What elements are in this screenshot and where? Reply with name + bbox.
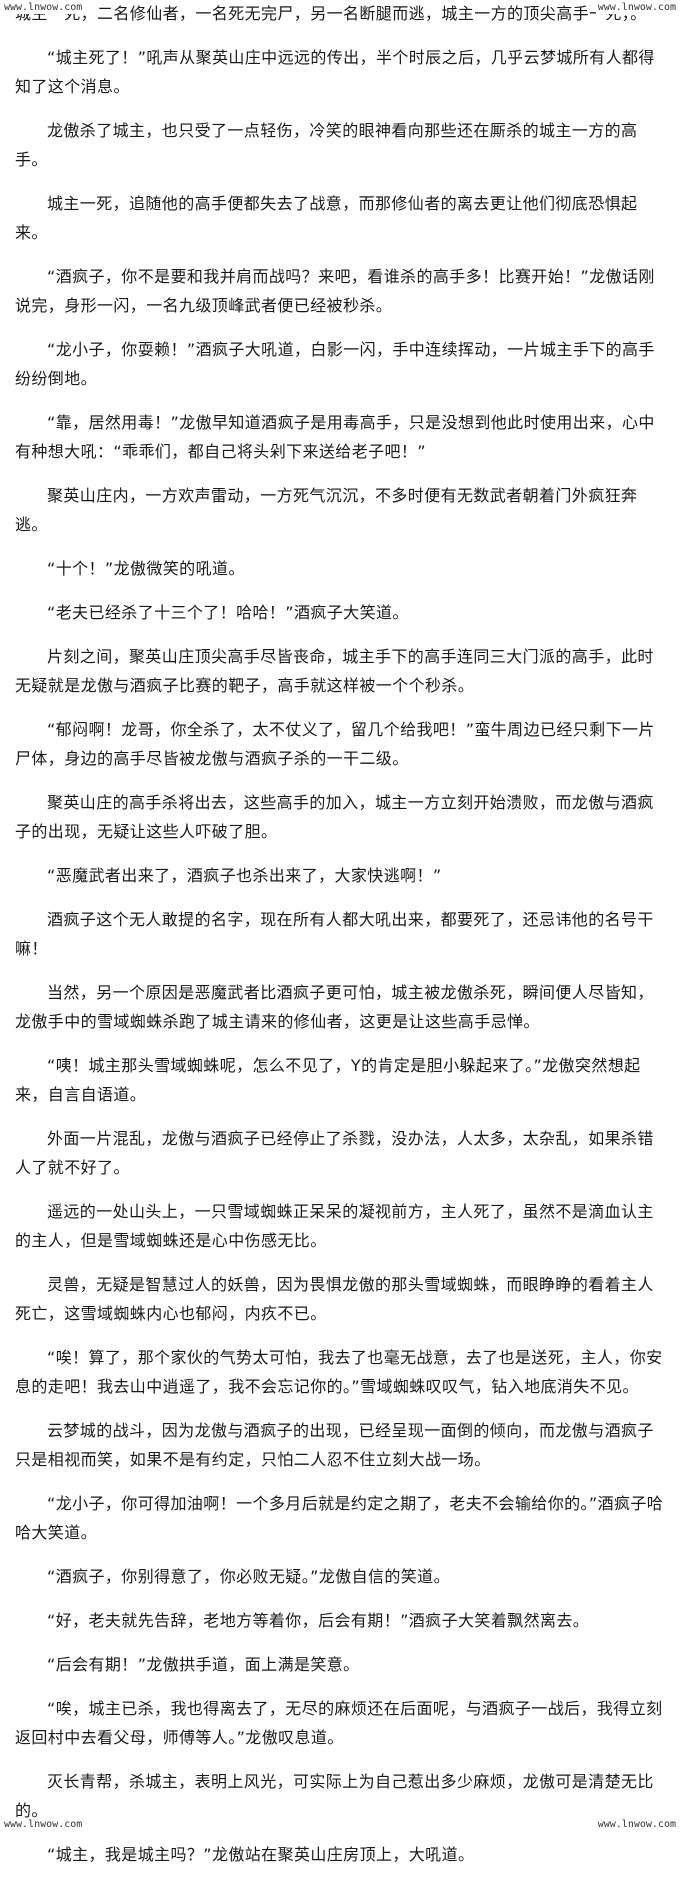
paragraph-13: 聚英山庄的高手杀将出去，这些高手的加入，城主一方立刻开始溃败，而龙傲与酒疯子的出… [15,793,654,841]
paragraph-17: “咦！城主那头雪域蜘蛛呢，怎么不见了，Y的肯定是胆小躲起来了。”龙傲突然想起来，… [15,1056,641,1104]
paragraph-19: 遥远的一处山头上，一只雪域蜘蛛正呆呆的凝视前方，主人死了，虽然不是滴血认主的主人… [15,1202,654,1250]
paragraph-25: “好，老夫就先告辞，老地方等着你，后会有期！”酒疯子大笑着飘然离去。 [47,1611,590,1630]
paragraph-29: “城主，我是城主吗？”龙傲站在聚英山庄房顶上，大吼道。 [47,1845,475,1864]
paragraph-21: “唉！算了，那个家伙的气势太可怕，我去了也毫无战意，去了也是送死，主人，你安息的… [15,1348,663,1396]
paragraph-24: “酒疯子，你别得意了，你必败无疑。”龙傲自信的笑道。 [47,1567,450,1586]
paragraph-15: 酒疯子这个无人敢提的名字，现在所有人都大吼出来，都要死了，还忌讳他的名号干嘛！ [15,910,654,958]
paragraph-5: “酒疯子，你不是要和我并肩而战吗？来吧，看谁杀的高手多！比赛开始！”龙傲话刚说完… [15,267,655,315]
paragraph-6: “龙小子，你耍赖！”酒疯子大吼道，白影一闪，手中连续挥动，一片城主手下的高手纷纷… [15,340,655,388]
paragraph-2: “城主死了！”吼声从聚英山庄中远远的传出，半个时辰之后，几乎云梦城所有人都得知了… [15,48,655,96]
paragraph-7: “靠，居然用毒！”龙傲早知道酒疯子是用毒高手，只是没想到他此时使用出来，心中有种… [15,413,655,461]
paragraph-9: “十个！”龙傲微笑的吼道。 [47,559,245,578]
paragraph-20: 灵兽，无疑是智慧过人的妖兽，因为畏惧龙傲的那头雪域蜘蛛，而眼睁睁的看着主人死亡，… [15,1275,654,1323]
paragraph-23: “龙小子，你可得加油啊！一个多月后就是约定之期了，老夫不会输给你的。”酒疯子哈哈… [15,1494,664,1542]
paragraph-16: 当然，另一个原因是恶魔武者比酒疯子更可怕，城主被龙傲杀死，瞬间便人尽皆知，龙傲手… [15,983,654,1031]
paragraph-11: 片刻之间，聚英山庄顶尖高手尽皆丧命，城主手下的高手连同三大门派的高手，此时无疑就… [15,647,654,695]
paragraph-12: “郁闷啊！龙哥，你全杀了，太不仗义了，留几个给我吧！”蛮牛周边已经只剩下一片尸体… [15,720,655,768]
paragraph-18: 外面一片混乱，龙傲与酒疯子已经停止了杀戮，没办法，人太多，太杂乱，如果杀错人了就… [15,1129,654,1177]
paragraph-10: “老夫已经杀了十三个了！哈哈！”酒疯子大笑道。 [47,603,409,622]
paragraph-27: “唉，城主已杀，我也得离去了，无尽的麻烦还在后面呢，与酒疯子一战后，我得立刻返回… [15,1699,663,1747]
watermark-bottom-left: www.lnwow.com [2,1819,85,1831]
paragraph-26: “后会有期！”龙傲拱手道，面上满是笑意。 [47,1655,360,1674]
paragraph-1: 城主一死，二名修仙者，一名死无完尸，另一名断腿而逃，城主一方的顶尖高手一死，。 [15,4,647,23]
paragraph-4: 城主一死，追随他的高手便都失去了战意，而那修仙者的离去更让他们彻底恐惧起来。 [15,194,638,242]
watermark-top-left: www.lnwow.com [2,2,85,14]
paragraph-8: 聚英山庄内，一方欢声雷动，一方死气沉沉，不多时便有无数武者朝着门外疯狂奔逃。 [15,486,638,534]
watermark-bottom-right: www.lnwow.com [595,1819,678,1831]
paragraph-28: 灭长青帮，杀城主，表明上风光，可实际上为自己惹出多少麻烦，龙傲可是清楚无比的。 [15,1772,654,1820]
paragraph-3: 龙傲杀了城主，也只受了一点轻伤，冷笑的眼神看向那些还在厮杀的城主一方的高手。 [15,121,638,169]
paragraph-14: “恶魔武者出来了，酒疯子也杀出来了，大家快逃啊！” [47,866,442,885]
paragraph-22: 云梦城的战斗，因为龙傲与酒疯子的出现，已经呈现一面倒的倾向，而龙傲与酒疯子只是相… [15,1421,654,1469]
watermark-top-right: www.lnwow.com [595,2,678,14]
